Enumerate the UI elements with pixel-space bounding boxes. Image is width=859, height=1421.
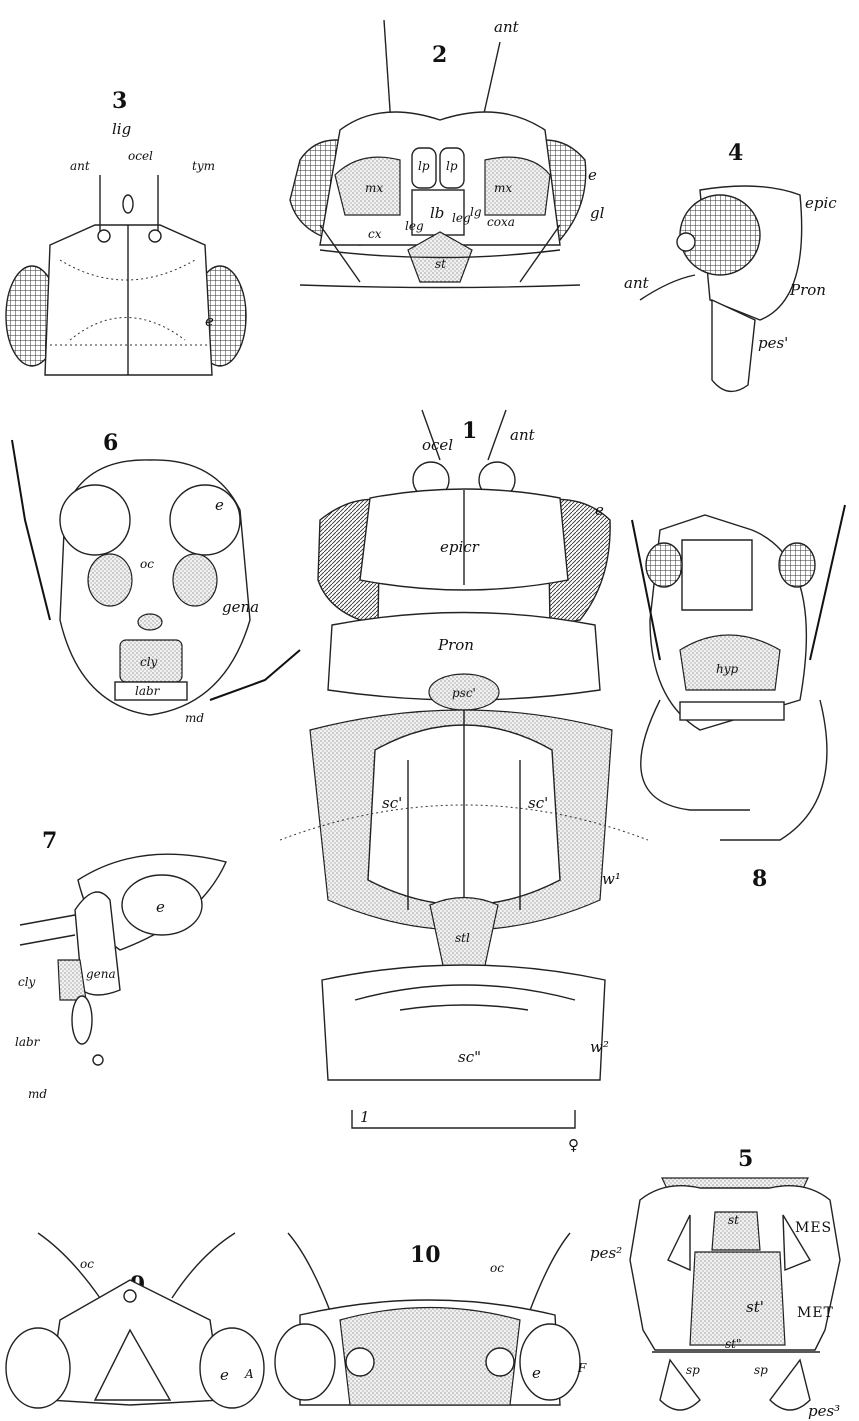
fig5-mes-label: MES <box>795 1220 832 1236</box>
fig6-md-label: md <box>185 711 204 725</box>
fig1-pron-label: Pron <box>437 636 474 654</box>
fig3-ocel-label: ocel <box>128 149 153 163</box>
fig1-female-label: ♀ <box>568 1136 579 1154</box>
fig2-cx-label: cx <box>368 227 382 241</box>
figure-4-number: 4 <box>728 140 743 166</box>
fig7-cly-label: cly <box>18 975 36 989</box>
fig6-oc-label: oc <box>140 557 154 571</box>
figure-5: 5 st MES pes² st' MET st" sp sp pes³ <box>590 1146 840 1420</box>
fig5-st1-label: st' <box>746 1298 764 1316</box>
fig7-e-label: e <box>156 898 165 916</box>
figure-8-number: 8 <box>752 866 767 892</box>
figure-6-number: 6 <box>103 430 118 456</box>
fig2-lg-label: lg <box>470 205 482 219</box>
fig10-f-label: F <box>577 1361 587 1375</box>
figure-8: hyp 8 <box>632 505 845 892</box>
fig3-tym-label: tym <box>192 159 215 173</box>
figure-6: 6 e oc gena cly labr md <box>12 430 300 725</box>
fig2-mx2-label: mx <box>494 181 512 195</box>
fig6-cly-label: cly <box>140 655 158 669</box>
figure-7: 7 e gena cly labr md <box>15 828 226 1101</box>
fig4-pron-label: Pron <box>789 281 826 299</box>
fig1-one-label: 1 <box>360 1108 370 1126</box>
fig4-epic-label: epic <box>805 194 837 212</box>
fig5-st2-label: st" <box>725 1337 742 1351</box>
fig2-leg2-label: leg <box>452 211 471 225</box>
fig2-ant-label: ant <box>494 18 520 36</box>
fig3-lig-label: lig <box>112 120 131 138</box>
fig1-sc2-label: sc" <box>458 1048 481 1066</box>
figure-9: 9 oc e A <box>6 1233 264 1408</box>
figure-1-number: 1 <box>462 418 477 444</box>
fig1-e-label: e <box>595 501 604 519</box>
fig4-ant-label: ant <box>624 274 650 292</box>
fig2-st-label: st <box>435 257 446 271</box>
fig1-w1-label: w¹ <box>602 870 621 888</box>
fig2-lp1-label: lp <box>418 159 430 173</box>
figure-2-number: 2 <box>432 42 447 68</box>
fig5-pes2-label: pes² <box>590 1244 622 1262</box>
fig9-e-label: e <box>220 1366 229 1384</box>
fig5-met-label: MET <box>797 1305 834 1321</box>
figure-3: 3 lig ant ocel tym e <box>6 88 246 375</box>
fig4-pes-label: pes' <box>758 334 788 352</box>
fig3-e-label: e <box>205 312 214 330</box>
fig1-sc-right-label: sc' <box>528 794 548 812</box>
fig2-mx1-label: mx <box>365 181 383 195</box>
figure-4: 4 epic ant Pron pes' <box>624 140 837 391</box>
fig2-coxa-label: coxa <box>487 215 515 229</box>
fig7-md-label: md <box>28 1087 47 1101</box>
fig1-psc-label: psc' <box>452 686 476 700</box>
fig2-lb-label: lb <box>430 204 444 222</box>
fig7-labr-label: labr <box>15 1035 41 1049</box>
fig10-e-label: e <box>532 1364 541 1382</box>
fig8-hyp-label: hyp <box>716 662 739 676</box>
figure-5-number: 5 <box>738 1146 753 1172</box>
fig5-sp2-label: sp <box>754 1363 768 1377</box>
fig1-epicr-label: epicr <box>440 538 480 556</box>
fig6-e-label: e <box>215 496 224 514</box>
fig1-ant-label: ant <box>510 426 536 444</box>
fig6-labr-label: labr <box>135 684 161 698</box>
fig5-st-top-label: st <box>728 1213 739 1227</box>
fig6-gena-label: gena <box>222 598 259 616</box>
figure-2: 2 ant lp lp mx mx lb e gl cx leg leg lg … <box>290 18 605 288</box>
fig2-e-label: e <box>588 166 597 184</box>
fig5-pes3-label: pes³ <box>808 1402 840 1420</box>
fig1-stl-label: stl <box>455 931 470 945</box>
fig9-a-label: A <box>244 1367 254 1381</box>
figure-7-number: 7 <box>42 828 57 854</box>
figure-10: 10 oc e F <box>275 1233 587 1405</box>
fig1-ocel-label: ocel <box>422 436 453 454</box>
fig10-oc-label: oc <box>490 1261 504 1275</box>
fig7-gena-label: gena <box>86 967 116 981</box>
fig2-gl-label: gl <box>590 204 605 222</box>
fig3-ant-label: ant <box>70 159 90 173</box>
fig1-sc-left-label: sc' <box>382 794 402 812</box>
fig2-leg1-label: leg <box>405 219 424 233</box>
figure-1: 1 ocel ant e epicr Pron psc' sc' sc' w¹ … <box>280 410 648 1154</box>
fig9-oc-label: oc <box>80 1257 94 1271</box>
figure-10-number: 10 <box>410 1242 441 1268</box>
fig2-lp2-label: lp <box>446 159 458 173</box>
fig1-w2-label: w² <box>590 1038 609 1056</box>
figure-3-number: 3 <box>112 88 127 114</box>
fig5-sp1-label: sp <box>686 1363 700 1377</box>
